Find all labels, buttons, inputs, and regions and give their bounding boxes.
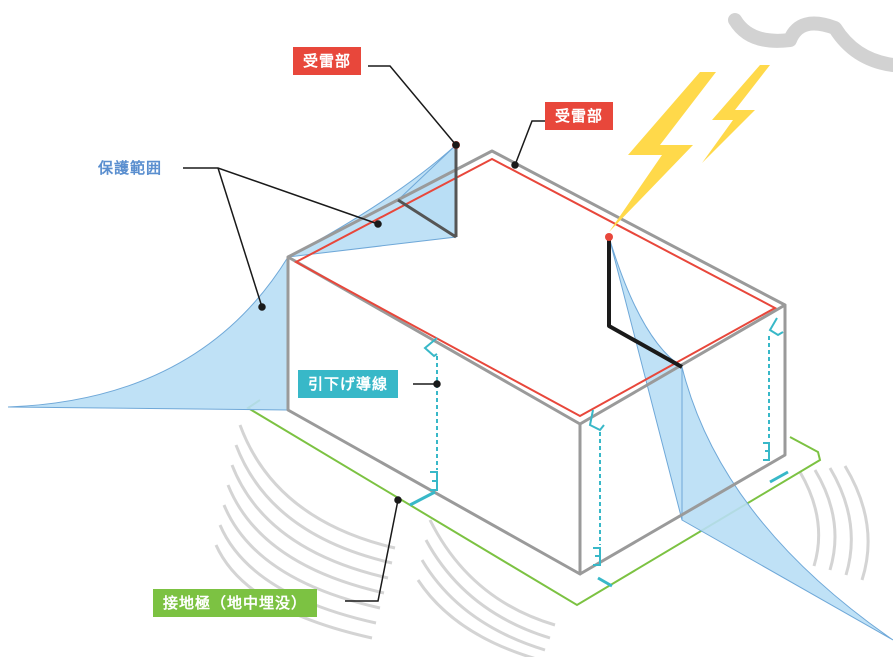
ground-ripple-center bbox=[416, 519, 556, 657]
lightning-bolt-icon bbox=[609, 65, 770, 232]
lightning-rod-right bbox=[605, 233, 683, 369]
leader-ground bbox=[345, 499, 399, 602]
label-protection-zone: 保護範囲 bbox=[98, 159, 163, 177]
label-receptor-roof: 受雷部 bbox=[545, 102, 614, 130]
down-conductors bbox=[409, 317, 789, 588]
building-front-right-wall bbox=[579, 305, 787, 576]
leader-protection-1 bbox=[183, 167, 379, 225]
label-ground-electrode: 接地極（地中埋没） bbox=[153, 589, 318, 617]
protection-zone-left-wall bbox=[7, 255, 289, 411]
ground-ripple-right bbox=[798, 465, 870, 581]
down-conductor-right bbox=[763, 317, 784, 461]
leader-protection-2 bbox=[217, 167, 263, 308]
label-receptor-top: 受雷部 bbox=[293, 47, 362, 75]
protection-zone-right bbox=[608, 236, 683, 521]
leader-receptor-roof bbox=[514, 120, 545, 166]
roof-receptor-conductor bbox=[293, 157, 778, 418]
leader-receptor-top bbox=[368, 65, 457, 146]
storm-cloud-icon bbox=[728, 13, 893, 72]
ground-ripples bbox=[214, 424, 870, 657]
protection-zone-right-ground bbox=[681, 366, 893, 641]
down-conductor-left bbox=[423, 337, 438, 491]
label-down-conductor: 引下げ導線 bbox=[298, 370, 399, 398]
leader-lines bbox=[183, 65, 545, 602]
protection-zones bbox=[7, 143, 893, 641]
ground-ripple-left bbox=[214, 424, 396, 640]
down-conductor-middle bbox=[588, 409, 605, 566]
